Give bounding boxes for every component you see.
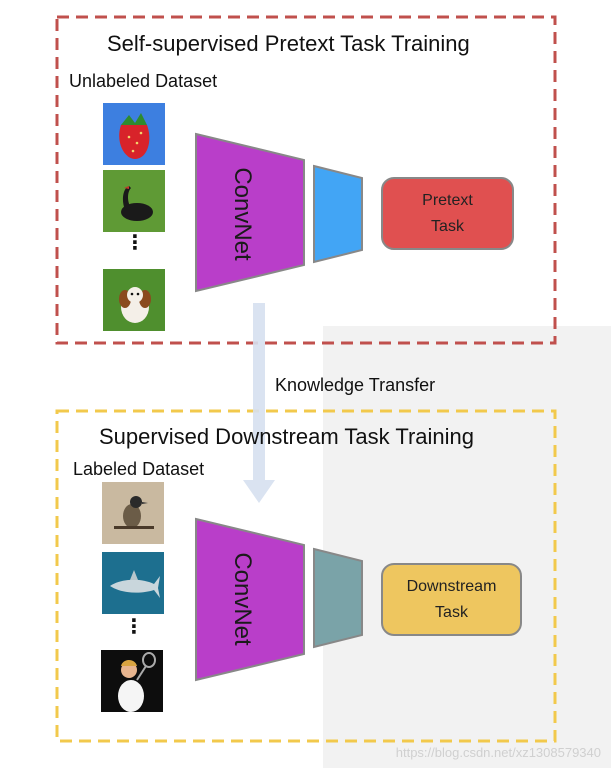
labeled-dataset-label: Labeled Dataset	[73, 459, 205, 479]
top-convnet-shape	[195, 132, 305, 293]
dog-image	[103, 269, 165, 331]
tennis-player-image	[101, 650, 163, 712]
bottom-convnet-label: ConvNet	[229, 552, 256, 646]
black-swan-image	[103, 170, 165, 232]
bird-image	[102, 482, 164, 544]
top-section-border	[55, 15, 557, 345]
shark-image	[102, 552, 164, 614]
unlabeled-dataset-label: Unlabeled Dataset	[69, 71, 218, 91]
top-section-title: Self-supervised Pretext Task Training	[107, 31, 470, 56]
downstream-task-box	[381, 563, 522, 636]
downstream-task-label: Downstream Task	[406, 577, 497, 621]
bottom-head-shape	[313, 547, 363, 649]
bottom-ellipsis: ⋮	[124, 616, 144, 638]
pretext-task-label: Pretext Task	[422, 191, 473, 235]
top-head-shape	[313, 164, 363, 264]
bottom-section-title: Supervised Downstream Task Training	[99, 424, 474, 449]
top-ellipsis: ⋮	[125, 232, 145, 254]
knowledge-transfer-label: Knowledge Transfer	[275, 375, 436, 395]
bottom-convnet-shape	[195, 517, 305, 682]
watermark: https://blog.csdn.net/xz1308579340	[395, 745, 601, 760]
gray-background-panel	[323, 326, 611, 768]
strawberry-image	[103, 103, 165, 165]
top-convnet-label: ConvNet	[229, 167, 256, 261]
pretext-task-box	[381, 177, 514, 250]
bottom-section-border	[55, 409, 557, 743]
knowledge-transfer-arrow	[243, 303, 275, 503]
